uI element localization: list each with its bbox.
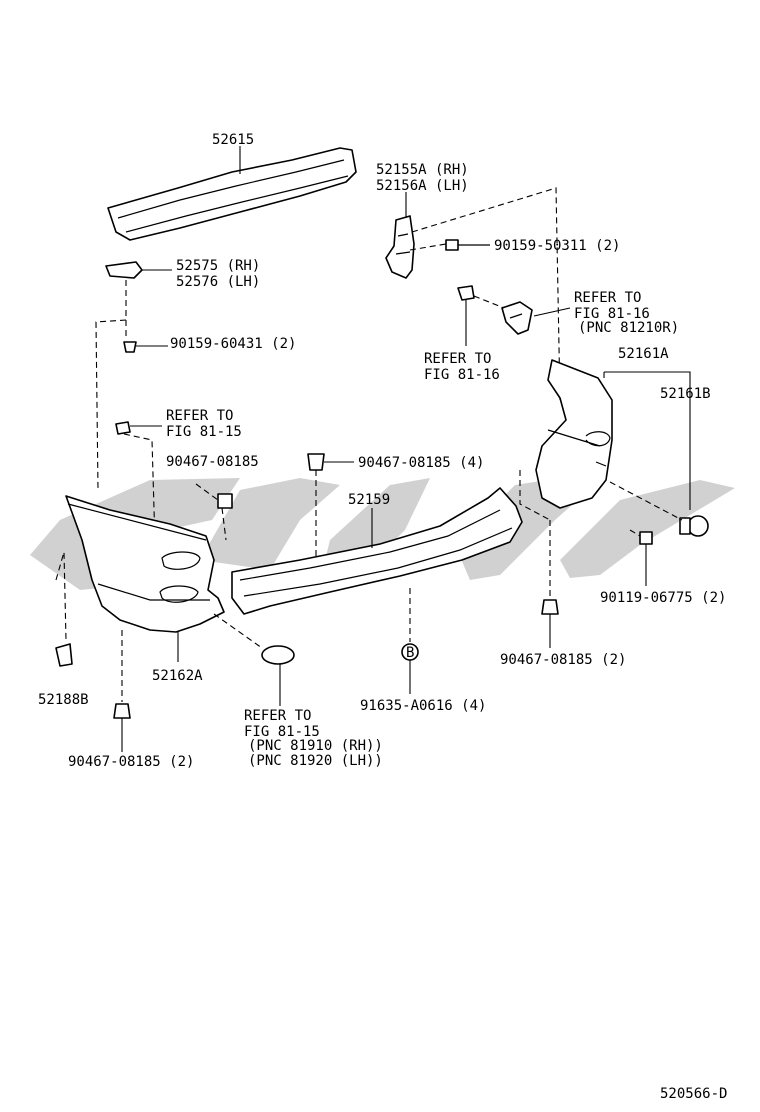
label-52576: 52576 (LH) <box>176 274 260 290</box>
bolt-90467-left <box>195 483 233 541</box>
label-90159-50311: 90159-50311 (2) <box>494 238 620 254</box>
clip-52161b <box>679 515 709 537</box>
reinforcement-52159 <box>231 487 523 615</box>
clip-90467-center <box>307 453 354 560</box>
label-90467-right: 90467-08185 (2) <box>500 652 626 668</box>
label-refer-mid-1: REFER TO <box>424 351 491 367</box>
dash-clip-52161b <box>609 481 683 521</box>
dash-bracket-side <box>411 187 561 401</box>
label-refer-mid-2: FIG 81-16 <box>424 367 500 383</box>
label-90467-left: 90467-08185 <box>166 454 259 470</box>
callout-b <box>401 588 419 694</box>
fastener-right-90467 <box>541 599 559 648</box>
label-refer-top-2: FIG 81-16 <box>574 306 650 322</box>
dash-bracket-bolt <box>409 243 447 251</box>
lead-52161 <box>604 371 691 510</box>
fastener-bottom-90467 <box>113 630 131 752</box>
screw-top-refer <box>457 285 505 346</box>
seal-52188b <box>55 643 73 667</box>
side-bracket-81-16 <box>501 301 533 335</box>
label-refer-top-3: (PNC 81210R) <box>578 320 679 336</box>
label-52156a: 52156A (LH) <box>376 178 469 194</box>
dash-right-lower <box>519 470 551 521</box>
label-52188b: 52188B <box>38 692 89 708</box>
side-marker-lamp <box>213 613 295 706</box>
label-drawing-id: 520566-D <box>660 1086 727 1102</box>
label-90159-60431: 90159-60431 (2) <box>170 336 296 352</box>
bumper-cover-52162a <box>65 495 225 633</box>
label-90119: 90119-06775 (2) <box>600 590 726 606</box>
bolt-90119-06775 <box>629 529 653 586</box>
label-refer-bottom-2: FIG 81-15 <box>244 724 320 740</box>
label-90467-center: 90467-08185 (4) <box>358 455 484 471</box>
label-52615: 52615 <box>212 132 254 148</box>
bracket-52155a <box>385 215 415 279</box>
label-refer-left-2: FIG 81-15 <box>166 424 242 440</box>
label-refer-top-1: REFER TO <box>574 290 641 306</box>
bolt-90159-60431 <box>123 341 168 353</box>
label-52161a: 52161A <box>618 346 669 362</box>
side-extension-52161a <box>535 359 613 509</box>
label-52162a: 52162A <box>152 668 203 684</box>
retainer-52575 <box>105 261 172 279</box>
bolt-90159-50311 <box>445 239 490 251</box>
dash-left-long <box>95 319 127 491</box>
label-refer-left-1: REFER TO <box>166 408 233 424</box>
label-refer-bottom-4: (PNC 81920 (LH)) <box>248 753 383 769</box>
absorber-52615 <box>107 147 357 241</box>
label-90467-bottom: 90467-08185 (2) <box>68 754 194 770</box>
label-refer-bottom-3: (PNC 81910 (RH)) <box>248 738 383 754</box>
label-52161b: 52161B <box>660 386 711 402</box>
screw-left-refer <box>115 421 162 435</box>
lead-refer-top <box>533 307 571 317</box>
label-callout-b: B <box>406 645 414 661</box>
label-52155a: 52155A (RH) <box>376 162 469 178</box>
label-refer-bottom-1: REFER TO <box>244 708 311 724</box>
label-52575: 52575 (RH) <box>176 258 260 274</box>
label-91635: 91635-A0616 (4) <box>360 698 486 714</box>
label-52159: 52159 <box>348 492 390 508</box>
